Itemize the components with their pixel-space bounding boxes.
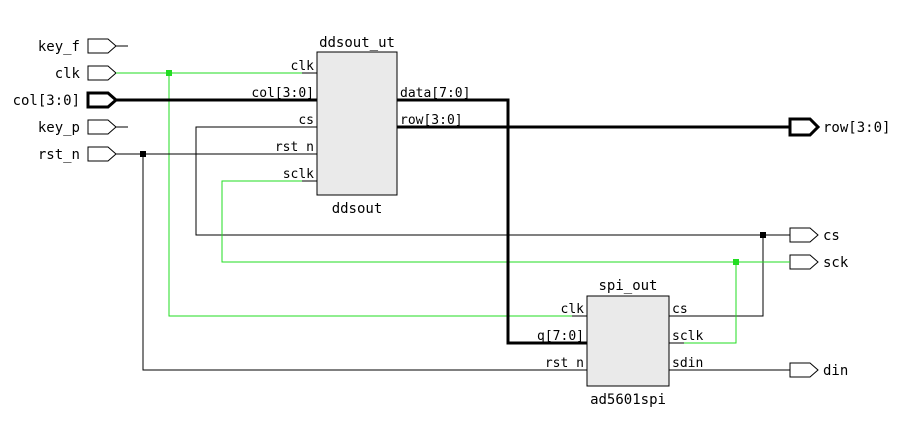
spi-pin-cs: cs bbox=[672, 302, 688, 317]
ddsout-pin-sclk: sclk bbox=[283, 167, 314, 182]
ddsout-pin-row: row[3:0] bbox=[400, 113, 463, 128]
output-label-din: din bbox=[823, 363, 848, 379]
ddsout-pin-cs: cs bbox=[298, 113, 314, 128]
ddsout-body bbox=[316, 51, 398, 196]
port-symbol-row bbox=[788, 117, 821, 137]
input-label-col: col[3:0] bbox=[13, 93, 80, 109]
output-port-din[interactable]: din bbox=[789, 362, 848, 379]
port-symbol-key-p bbox=[87, 119, 117, 135]
rst-n-net-junction bbox=[140, 151, 146, 157]
port-symbol-din bbox=[789, 362, 819, 378]
sclk-net-junction bbox=[733, 259, 739, 265]
ddsout-pin-data: data[7:0] bbox=[400, 86, 470, 101]
clk-net-junction bbox=[166, 70, 172, 76]
input-port-col[interactable]: col[3:0] bbox=[13, 91, 119, 109]
spi-pin-clk: clk bbox=[561, 302, 585, 317]
spi-pin-q: q[7:0] bbox=[537, 329, 584, 344]
input-port-key-p[interactable]: key_p bbox=[38, 119, 128, 136]
cs-net-from-spi bbox=[684, 235, 764, 317]
spi-block[interactable]: spi_out ad5601spi clk q[7:0] rst_n cs sc… bbox=[537, 278, 703, 408]
spi-pin-sdin: sdin bbox=[672, 356, 703, 371]
data-bus bbox=[412, 98, 572, 345]
output-port-sck[interactable]: sck bbox=[789, 254, 849, 271]
ddsout-pin-clk: clk bbox=[291, 59, 315, 74]
input-port-key-f[interactable]: key_f bbox=[38, 38, 128, 55]
input-label-key-f: key_f bbox=[38, 39, 80, 55]
ddsout-block[interactable]: ddsout_ut ddsout clk col[3:0] cs rst_n s… bbox=[251, 35, 470, 217]
spi-module-name: ad5601spi bbox=[590, 392, 666, 408]
spi-pin-sclk: sclk bbox=[672, 329, 703, 344]
output-port-cs[interactable]: cs bbox=[789, 227, 840, 244]
input-port-clk[interactable]: clk bbox=[55, 65, 117, 82]
cs-net-from-ddsout bbox=[195, 126, 790, 236]
ddsout-module-name: ddsout bbox=[332, 201, 383, 217]
spi-body bbox=[586, 295, 670, 387]
input-label-key-p: key_p bbox=[38, 120, 80, 136]
port-symbol-rst-n bbox=[87, 146, 117, 162]
output-label-sck: sck bbox=[823, 255, 849, 271]
output-label-cs: cs bbox=[823, 228, 840, 244]
port-symbol-key-f bbox=[87, 38, 117, 54]
output-port-row[interactable]: row[3:0] bbox=[788, 117, 890, 137]
ddsout-instance-name: ddsout_ut bbox=[319, 35, 395, 51]
output-label-row: row[3:0] bbox=[823, 120, 890, 136]
rst-n-net-to-spi bbox=[142, 154, 572, 371]
port-symbol-cs bbox=[789, 227, 819, 243]
input-label-clk: clk bbox=[55, 66, 81, 82]
ddsout-pin-col: col[3:0] bbox=[251, 86, 314, 101]
spi-instance-name: spi_out bbox=[598, 278, 657, 294]
sclk-net-from-spi bbox=[684, 262, 737, 344]
spi-pin-rst-n: rst_n bbox=[545, 356, 584, 371]
port-symbol-clk bbox=[87, 65, 117, 81]
input-port-rst-n[interactable]: rst_n bbox=[38, 146, 117, 163]
cs-net-junction bbox=[760, 232, 766, 238]
input-label-rst-n: rst_n bbox=[38, 147, 80, 163]
port-symbol-sck bbox=[789, 254, 819, 270]
ddsout-pin-rst-n: rst_n bbox=[275, 140, 314, 155]
port-symbol-col bbox=[86, 91, 119, 109]
sclk-net-from-ddsout bbox=[221, 180, 790, 263]
